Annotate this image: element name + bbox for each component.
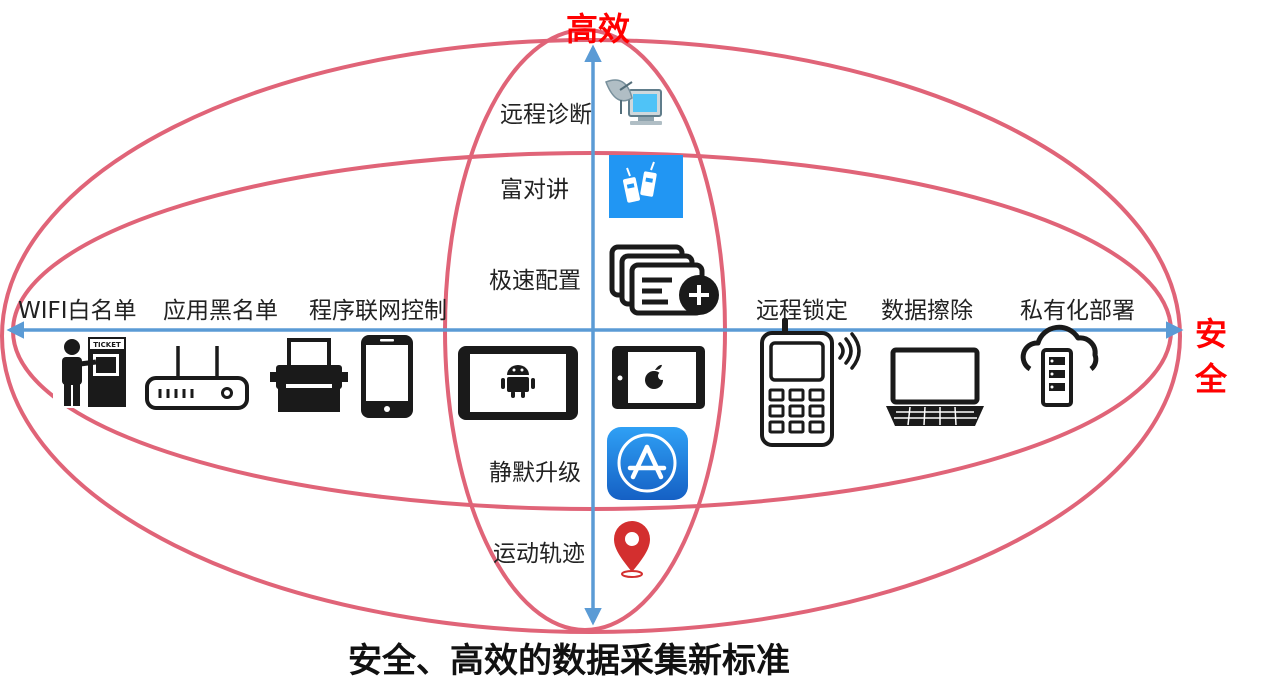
program-network-control-label: 程序联网控制 <box>309 298 447 324</box>
security-axis-label-line2: 全 <box>1194 360 1228 398</box>
app-store-icon <box>607 427 688 500</box>
silent-upgrade-label: 静默升级 <box>489 460 581 486</box>
walkie-talkie-icon <box>609 155 683 218</box>
printer-icon <box>270 338 348 412</box>
vertical-labels: 远程诊断 富对讲 极速配置 静默升级 运动轨迹 <box>489 102 592 567</box>
outer-ellipse <box>0 38 1182 634</box>
app-blacklist-label: 应用黑名单 <box>163 298 278 324</box>
wifi-whitelist-label: WIFI白名单 <box>18 298 137 324</box>
data-wipe-label: 数据擦除 <box>881 298 973 324</box>
ticket-kiosk-icon: TICKET <box>53 333 128 408</box>
footer-title: 安全、高效的数据采集新标准 <box>348 641 790 681</box>
horizontal-labels: WIFI白名单 应用黑名单 程序联网控制 远程锁定 数据擦除 私有化部署 <box>18 298 1135 324</box>
ticket-sign: TICKET <box>93 341 121 349</box>
fast-config-label: 极速配置 <box>489 268 581 294</box>
stacked-cards-plus-icon <box>609 244 719 316</box>
apple-tablet-icon <box>612 346 705 409</box>
motion-track-label: 运动轨迹 <box>493 541 585 567</box>
satellite-monitor-icon <box>605 79 662 125</box>
efficiency-axis-label: 高效 <box>566 10 630 48</box>
security-axis-label-line1: 安 <box>1195 315 1227 353</box>
cloud-server-icon <box>1020 324 1099 407</box>
private-deploy-label: 私有化部署 <box>1020 298 1135 324</box>
android-tablet-icon <box>458 346 578 420</box>
remote-diagnosis-label: 远程诊断 <box>500 102 592 128</box>
smartphone-icon <box>361 335 413 418</box>
signal-phone-icon <box>760 318 861 447</box>
router-icon <box>145 346 249 410</box>
remote-lock-label: 远程锁定 <box>756 298 848 324</box>
laptop-icon <box>886 347 984 426</box>
location-pin-icon <box>614 521 650 578</box>
rich-intercom-label: 富对讲 <box>500 177 569 203</box>
